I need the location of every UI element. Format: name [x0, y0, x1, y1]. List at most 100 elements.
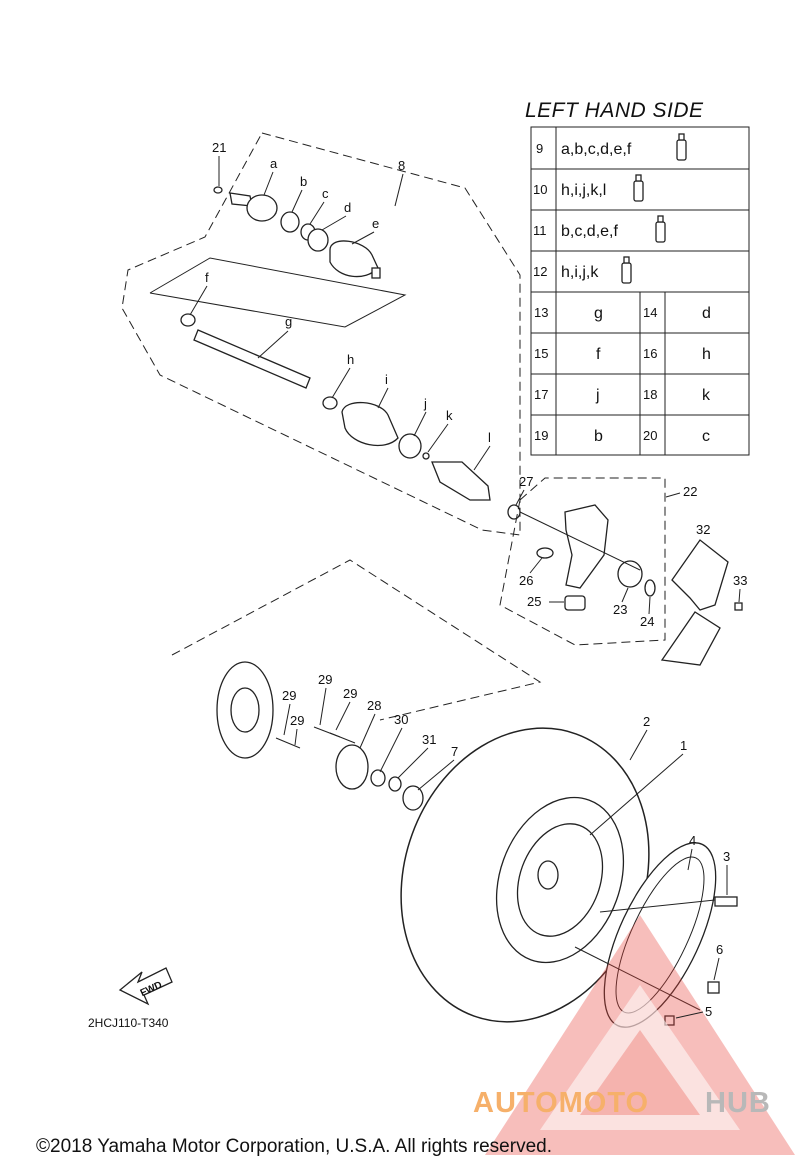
- valve: [714, 896, 738, 907]
- table-pair-letter: f: [596, 346, 601, 363]
- hub: [335, 744, 369, 790]
- washer: [370, 769, 386, 787]
- callout-label: g: [285, 314, 292, 329]
- callout-label: e: [372, 216, 379, 231]
- bearing: [617, 560, 643, 588]
- callout-label: h: [347, 352, 354, 367]
- callout-label: 29: [290, 713, 304, 728]
- watermark-logo: [485, 915, 795, 1155]
- left-hand-side-table: LEFT HAND SIDE 9 a,b,c,d,e,f 10 h,i,j,k,…: [525, 99, 750, 456]
- callout-label: 22: [683, 484, 697, 499]
- o-ring: [536, 547, 554, 559]
- callout-label: 26: [519, 573, 533, 588]
- callout-label: 8: [398, 158, 405, 173]
- brake-guard-lower: [660, 611, 721, 666]
- table-pair-letter: h: [702, 346, 711, 363]
- callout-label: i: [385, 372, 388, 387]
- axle-nut: [402, 785, 424, 811]
- table-pair-letter: d: [702, 305, 711, 322]
- callout-label: k: [446, 408, 453, 423]
- callout-label: 7: [451, 744, 458, 759]
- callout-label: f: [205, 270, 209, 285]
- callout-label: 29: [343, 686, 357, 701]
- callout-label: a: [270, 156, 278, 171]
- callout-label: 32: [696, 522, 710, 537]
- table-pair-letter: c: [702, 428, 710, 445]
- brand-watermark: AUTOMOTO HUB: [473, 1087, 771, 1119]
- table-row-num: 11: [533, 223, 547, 238]
- copyright-notice: ©2018 Yamaha Motor Corporation, U.S.A. A…: [36, 1136, 552, 1157]
- callout-label: 28: [367, 698, 381, 713]
- callout-label: 25: [527, 594, 541, 609]
- callout-label: 23: [613, 602, 627, 617]
- callout-label: 29: [282, 688, 296, 703]
- callout-label: 21: [212, 140, 226, 155]
- brand-part2: HUB: [705, 1087, 771, 1119]
- circlip: [280, 211, 300, 233]
- callout-label: 4: [689, 833, 696, 848]
- table-pair-letter: g: [594, 305, 603, 322]
- callout-label: 2: [643, 714, 650, 729]
- grease-tube-icon: [676, 133, 687, 161]
- table-pair-letter: k: [702, 387, 711, 404]
- table-pair-num: 13: [534, 305, 548, 320]
- table-pair-letter: b: [594, 428, 603, 445]
- callout-label: b: [300, 174, 307, 189]
- band: [398, 433, 422, 459]
- circlip: [644, 579, 656, 597]
- table-row-parts: a,b,c,d,e,f: [561, 141, 632, 158]
- table-pair-num: 19: [534, 428, 548, 443]
- wheel-hub-assembly: [171, 559, 738, 1028]
- table-title: LEFT HAND SIDE: [525, 99, 704, 122]
- fwd-arrow-icon: FWD: [118, 967, 173, 1006]
- callout-label: 6: [716, 942, 723, 957]
- drive-shaft-assembly: [121, 132, 521, 536]
- bolt: [734, 602, 743, 611]
- callout-labels: 21 a b c d e 8 f g h i j k l 27 22 32 33: [189, 140, 747, 1019]
- band: [180, 313, 196, 327]
- table-pair-num: 18: [643, 387, 657, 402]
- cap: [707, 981, 720, 994]
- grease-tube-icon: [621, 256, 632, 284]
- table-row-num: 12: [533, 264, 547, 279]
- bolt: [664, 1015, 675, 1026]
- boot: [329, 240, 379, 278]
- callout-label: 30: [394, 712, 408, 727]
- table-pair-num: 17: [534, 387, 548, 402]
- callout-label: 31: [422, 732, 436, 747]
- table-pair-num: 16: [643, 346, 657, 361]
- callout-label: c: [322, 186, 329, 201]
- diagram-code: 2HCJ110-T340: [88, 1016, 169, 1030]
- clip: [422, 452, 430, 460]
- callout-label: 29: [318, 672, 332, 687]
- boot: [341, 401, 399, 447]
- knuckle-assembly: [499, 477, 743, 666]
- table-pair-num: 15: [534, 346, 548, 361]
- callout-label: l: [488, 430, 491, 445]
- callout-label: d: [344, 200, 351, 215]
- table-row-num: 9: [536, 141, 543, 156]
- steering-knuckle: [564, 504, 609, 589]
- table-row-parts: b,c,d,e,f: [561, 223, 618, 240]
- table-pair-num: 20: [643, 428, 657, 443]
- band: [307, 228, 329, 252]
- stud: [329, 732, 356, 744]
- callout-label: 27: [519, 474, 533, 489]
- table-pair-letter: j: [595, 387, 600, 404]
- callout-label: 24: [640, 614, 654, 629]
- grease-tube-icon: [655, 215, 666, 243]
- callout-label: 1: [680, 738, 687, 753]
- grease-tube-icon: [633, 174, 644, 202]
- clip: [213, 186, 223, 194]
- table-row-parts: h,i,j,k,l: [561, 182, 606, 199]
- brake-guard: [671, 539, 729, 611]
- inner-cv-joint: [431, 461, 491, 501]
- outer-cv-joint: [246, 194, 278, 222]
- washer: [388, 776, 402, 792]
- callout-label: 33: [733, 573, 747, 588]
- band: [322, 396, 338, 410]
- callout-label: 5: [705, 1004, 712, 1019]
- shaft: [193, 329, 311, 389]
- table-row-parts: h,i,j,k: [561, 264, 599, 281]
